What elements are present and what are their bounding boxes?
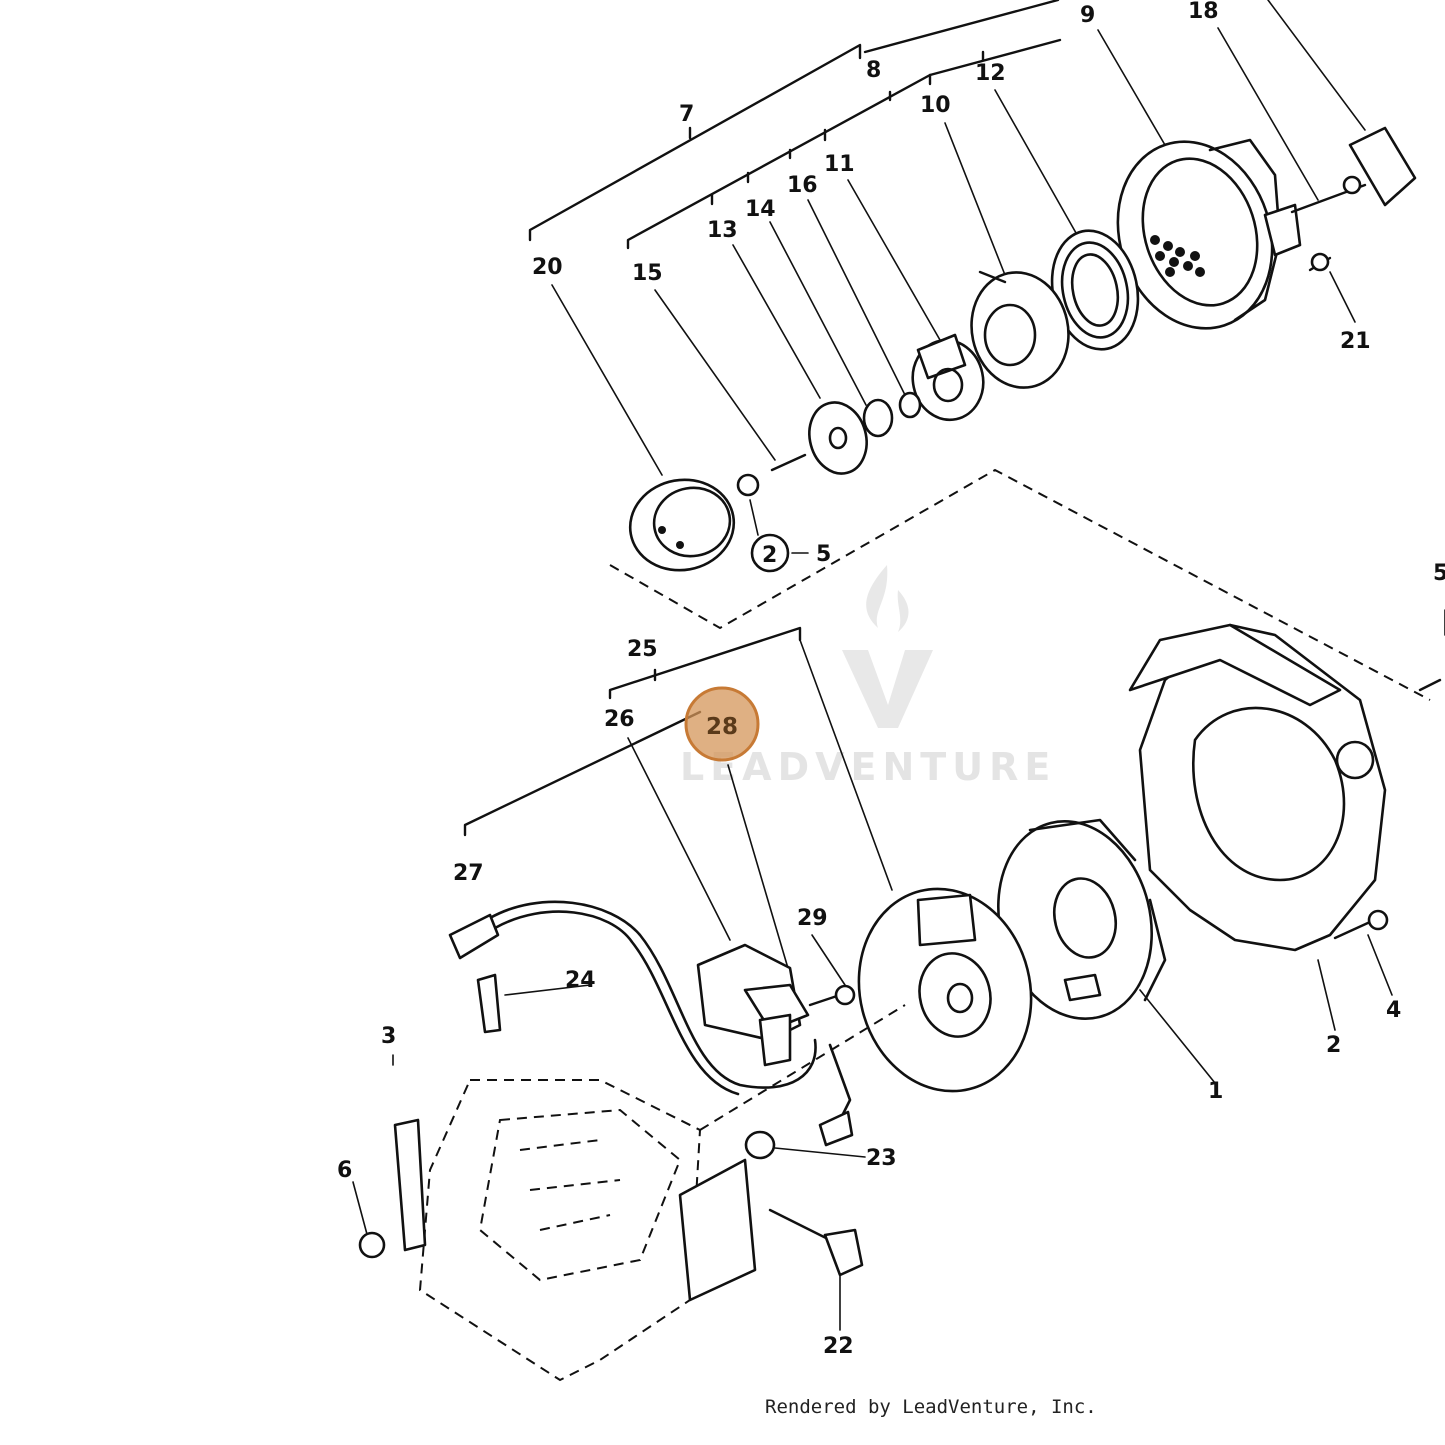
switch-22 [768, 1208, 864, 1277]
callout-14: 14 [745, 197, 776, 222]
rendered-by-footer: Rendered by LeadVenture, Inc. [765, 1396, 1097, 1418]
callout-13: 13 [707, 218, 738, 243]
callout-25: 25 [627, 637, 658, 662]
callout-23: 23 [866, 1146, 897, 1171]
callout-24: 24 [565, 968, 596, 993]
callout-27: 27 [453, 861, 484, 886]
blower-housing [1128, 623, 1442, 952]
washer-16 [898, 391, 922, 419]
callout-6: 6 [337, 1158, 352, 1183]
callout-2-circled: 2 [762, 543, 777, 568]
grommet-23 [744, 1130, 776, 1160]
callout-10: 10 [920, 93, 951, 118]
callout-18: 18 [1188, 0, 1219, 24]
callout-26: 26 [604, 707, 635, 732]
spark-plug [476, 973, 502, 1034]
screw-21 [1308, 252, 1332, 272]
callout-9: 9 [1080, 3, 1095, 28]
callout-29: 29 [797, 906, 828, 931]
callout-15: 15 [632, 261, 663, 286]
callout-5: 5 [816, 542, 831, 567]
flywheel-fan [857, 887, 1033, 1093]
callout-20: 20 [532, 255, 563, 280]
spring-14 [862, 398, 894, 438]
callout-4: 4 [1386, 998, 1401, 1023]
ratchet-11 [911, 333, 985, 422]
starter-cup-20 [628, 478, 736, 572]
pulley-10 [970, 270, 1070, 389]
leadventure-watermark: LEADVENTURE [680, 565, 1050, 789]
callout-16: 16 [787, 173, 818, 198]
callout-labels: 1 2 2 3 4 5 5 6 7 8 9 10 11 12 13 14 15 … [337, 0, 1445, 1359]
engine-block [418, 1079, 702, 1382]
callout-2: 2 [1326, 1033, 1341, 1058]
callout-5-edge: 5 [1433, 561, 1445, 586]
callout-12: 12 [975, 61, 1006, 86]
plate-13 [808, 401, 868, 475]
highlighted-callout-28[interactable]: 28 [684, 686, 760, 762]
callout-7: 7 [679, 102, 694, 127]
highlight-label[interactable]: 28 [706, 714, 738, 740]
callout-21: 21 [1340, 329, 1371, 354]
cover-plate [678, 1158, 757, 1302]
callout-1: 1 [1208, 1079, 1223, 1104]
starter-housing [1116, 138, 1302, 330]
recoil-spring-12 [1050, 229, 1140, 351]
bracket-6 [358, 1118, 427, 1259]
alignment-line-top [609, 468, 1431, 701]
ignition-coil [696, 943, 856, 1067]
starter-handle [1290, 126, 1417, 214]
callout-3: 3 [381, 1024, 396, 1049]
circled-ref-2 [749, 499, 809, 573]
lower-bracket-lines [352, 609, 1445, 1331]
alignment-line-lower [699, 1004, 906, 1131]
callout-22: 22 [823, 1334, 854, 1359]
starter-bracket-lines [528, 0, 1366, 476]
callout-11: 11 [824, 152, 855, 177]
bolt-4 [1333, 909, 1389, 940]
highlight-marker[interactable] [684, 686, 760, 762]
spark-plug-lead [448, 900, 854, 1147]
screw-15 [736, 453, 807, 497]
callout-8: 8 [866, 58, 881, 83]
